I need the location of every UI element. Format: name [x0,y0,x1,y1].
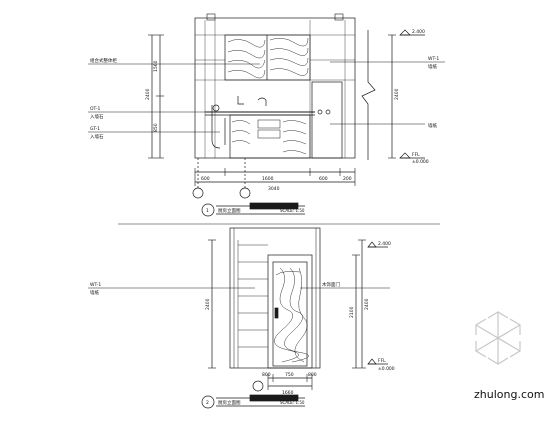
tall-unit [311,81,343,159]
dim-total-label: 2400 [364,298,370,310]
watermark-site: zhulong.com [474,388,544,401]
ceiling-fixture-left [206,13,216,21]
level-marker-top [399,29,411,36]
level-label: 2.400 [378,241,391,247]
wood-grain-lower [231,120,307,155]
dim-total-label: 1660 [282,390,294,396]
note-text: 入墙石 [90,113,104,120]
door-leaf [272,261,308,367]
dim-total-label: 2400 [394,88,400,100]
door-wood-grain [274,267,309,363]
dim-total-label: 2400 [145,88,151,100]
dim-label: 750 [285,372,294,378]
note-code: OT-1 [90,106,101,112]
note-code: WT-1 [428,56,439,62]
level-value: ±0.000 [412,159,429,165]
level-marker-bottom [399,152,411,159]
title-number: 1 [206,208,209,214]
section-marker [192,187,204,199]
title-circle [201,395,215,409]
dim-ticks-left [148,34,164,159]
note-text: 墙纸 [90,289,99,296]
ceiling-fixture-right [334,13,344,21]
dim-label: 850 [153,123,159,132]
section-marker [239,187,251,199]
dim-label: 200 [343,176,352,182]
level-label: 2.400 [412,29,425,35]
dim-ticks-bottom [194,168,356,186]
dim-label: 1600 [262,176,274,182]
section-marker [252,380,264,392]
tile-grid [195,20,355,158]
note-text: 木饰面门 [322,281,340,288]
note-text: 墙纸 [428,63,437,70]
note-text: 入墙石 [90,133,104,140]
drawer [257,119,281,129]
lower-cabinet [229,114,311,159]
faucet [237,96,244,105]
title-circle [201,203,215,217]
watermark [475,311,521,365]
wall-outline [194,17,356,159]
title-scale: SCALE: 1:50 [280,208,305,213]
level-label: FFL [378,358,386,364]
door-frame [267,254,313,369]
dim-label: 600 [201,176,210,182]
bottom-elevation-text: 800 750 800 1660 2400 2100 2400 2.400 FF… [90,241,395,406]
pipe [211,105,221,149]
watermark-logo-icon [475,311,521,365]
note-code: GT-1 [90,126,100,132]
title-bar [249,394,299,402]
dim-label: 800 [308,372,317,378]
note-code: WT-1 [90,282,101,288]
dim-ticks-bottom [267,374,313,390]
drawer [257,129,281,139]
level-label: FFL [412,152,420,158]
title-scale: SCALE: 1:50 [280,400,305,405]
valve [212,104,220,112]
title-text: 厨房立面图 [218,399,241,406]
title-bar [249,202,299,210]
title-text: 厨房立面图 [218,207,241,214]
level-marker-bottom [367,358,377,365]
note-text: 组合式整体柜 [90,57,117,64]
note-text: 墙纸 [428,122,437,129]
top-elevation-text: 600 1600 600 200 3040 1560 850 2400 2400… [90,29,439,214]
dim-label: 600 [319,176,328,182]
dim-total-label: 2400 [205,298,211,310]
dim-total-label: 3040 [268,186,280,192]
bottom-elevation [88,227,390,409]
upper-cabinet [224,34,311,81]
dim-label: 800 [262,372,271,378]
faucet [257,97,267,106]
door-handle [274,307,279,319]
dim-label: 2100 [349,306,355,318]
wall-break-line [361,30,376,160]
level-value: ±0.000 [378,366,395,372]
level-marker-top [367,241,377,248]
outlet [325,109,331,115]
wall-panels [237,240,268,368]
dim-label: 1560 [153,60,159,72]
leader-lines-top [88,61,445,133]
wood-grain-upper [227,37,309,79]
top-elevation [88,13,445,217]
outlet [317,109,323,115]
title-number: 2 [206,400,209,406]
